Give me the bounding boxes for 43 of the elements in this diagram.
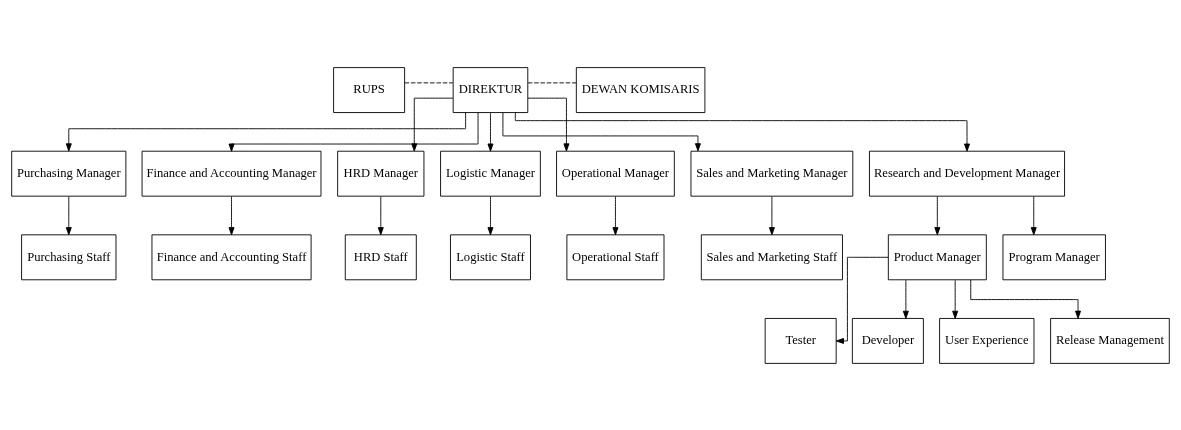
arrow — [514, 111, 970, 152]
arrow — [228, 111, 479, 152]
node-box: Sales and Marketing Staff — [700, 233, 843, 280]
arrow — [487, 111, 494, 152]
node-box: Purchasing Manager — [11, 150, 127, 197]
arrow — [377, 195, 384, 235]
node-box: Product Manager — [887, 233, 987, 280]
node-box: DIREKTUR — [452, 66, 529, 113]
node-box: Operational Staff — [566, 233, 665, 280]
node-box: HRD Staff — [344, 233, 417, 280]
arrow — [228, 195, 235, 235]
node-box: User Experience — [939, 317, 1035, 364]
node-box: Sales and Marketing Manager — [690, 150, 854, 197]
node-box: Finance and Accounting Staff — [151, 233, 312, 280]
arrow — [612, 195, 619, 235]
node-box: Logistic Staff — [450, 233, 531, 280]
arrow — [65, 195, 72, 235]
node-box: HRD Manager — [337, 150, 425, 197]
arrow — [902, 279, 909, 319]
arrow — [1030, 195, 1037, 235]
arrow — [768, 195, 775, 235]
arrow — [502, 111, 701, 151]
connector — [527, 81, 577, 83]
node-box: Operational Manager — [556, 150, 675, 197]
node-box: Purchasing Staff — [21, 233, 117, 280]
arrow — [970, 278, 1081, 319]
node-box: Release Management — [1050, 317, 1170, 364]
node-box: Logistic Manager — [440, 150, 541, 197]
arrow — [934, 195, 941, 235]
arrow — [952, 279, 959, 319]
arrow — [487, 195, 494, 235]
arrow — [835, 256, 889, 344]
connector — [404, 81, 454, 83]
node-box: DEWAN KOMISARIS — [575, 66, 706, 113]
node-box: Finance and Accounting Manager — [141, 150, 322, 197]
node-box: Tester — [764, 317, 837, 364]
node-box: Program Manager — [1002, 233, 1106, 280]
node-box: RUPS — [333, 66, 406, 113]
arrow — [527, 97, 570, 151]
node-box: Developer — [851, 317, 924, 364]
arrow — [65, 111, 467, 151]
node-box: Research and Development Manager — [869, 150, 1065, 197]
arrow — [411, 97, 454, 151]
